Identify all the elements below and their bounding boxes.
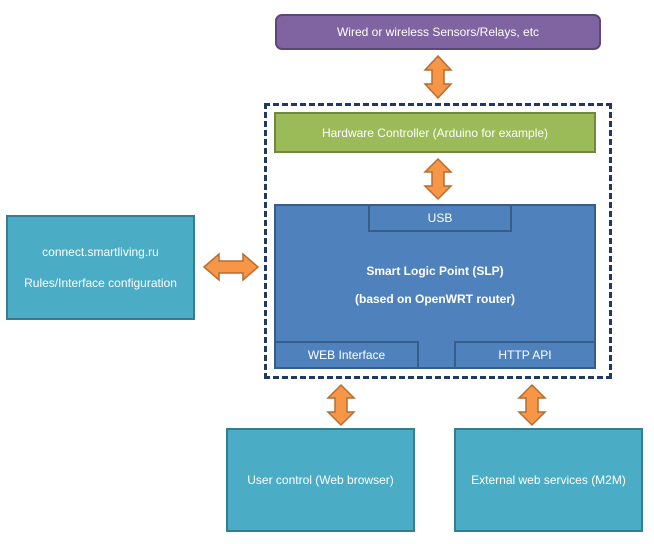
connect-url-label: connect.smartliving.ru xyxy=(42,245,159,259)
slp-title: Smart Logic Point (SLP) xyxy=(366,263,504,278)
web-user-arrow xyxy=(326,383,356,427)
http-api-box: HTTP API xyxy=(454,341,596,369)
usb-label: USB xyxy=(427,211,453,225)
web-interface-box: WEB Interface xyxy=(274,341,419,369)
hardware-controller-box: Hardware Controller (Arduino for example… xyxy=(274,112,596,153)
connect-smartliving-box: connect.smartliving.ru Rules/Interface c… xyxy=(6,215,195,320)
controller-slp-arrow xyxy=(423,157,453,201)
user-control-box: User control (Web browser) xyxy=(226,428,415,532)
sensors-box: Wired or wireless Sensors/Relays, etc xyxy=(275,14,601,50)
http-api-label: HTTP API xyxy=(498,348,552,362)
usb-port-box: USB xyxy=(368,204,512,232)
sensors-label: Wired or wireless Sensors/Relays, etc xyxy=(336,25,540,39)
external-services-label: External web services (M2M) xyxy=(471,473,626,487)
connect-slp-arrow xyxy=(202,252,260,282)
web-interface-label: WEB Interface xyxy=(307,348,386,362)
slp-subtitle: (based on OpenWRT router) xyxy=(355,291,515,306)
connect-rules-label: Rules/Interface configuration xyxy=(24,276,177,290)
sensors-controller-arrow xyxy=(423,54,453,100)
api-external-arrow xyxy=(517,383,547,427)
external-services-box: External web services (M2M) xyxy=(454,428,643,532)
user-control-label: User control (Web browser) xyxy=(247,473,394,487)
device-group-border xyxy=(264,103,612,379)
hardware-controller-label: Hardware Controller (Arduino for example… xyxy=(321,125,549,140)
